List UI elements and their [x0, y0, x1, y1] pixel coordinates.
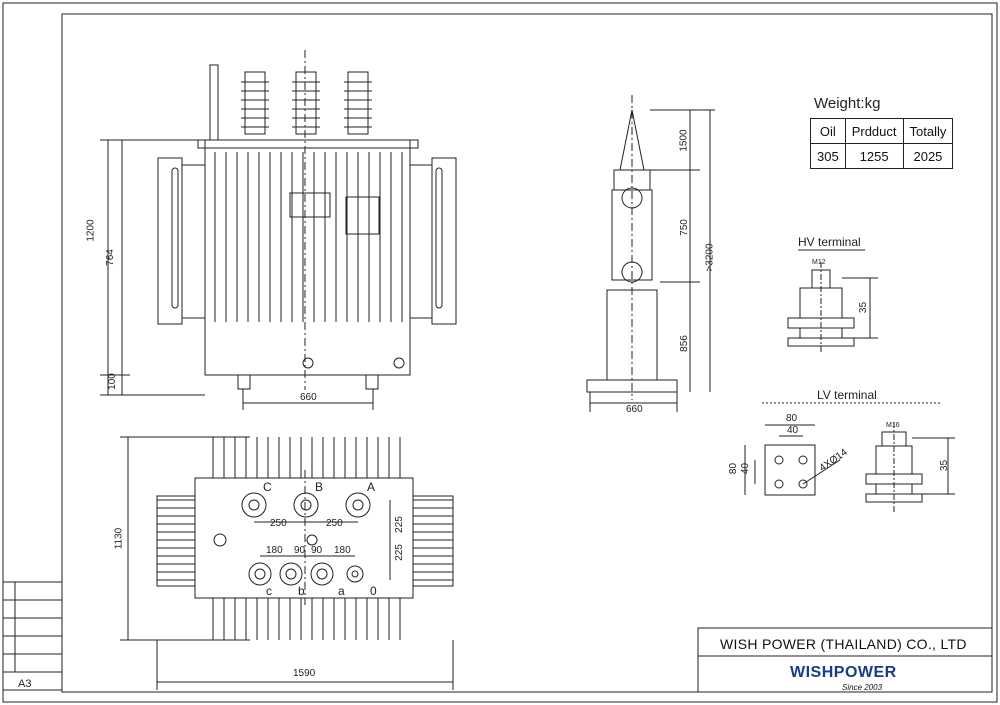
lv-label-c: c — [266, 584, 272, 598]
hv-terminal-title: HV terminal — [798, 235, 861, 249]
offset-2: 225 — [393, 544, 405, 561]
offset-1: 225 — [393, 516, 405, 533]
weight-header-product: Prdduct — [844, 118, 904, 144]
top-view — [120, 436, 454, 690]
lv-label-a: a — [338, 584, 345, 598]
lv-terminal-thread: M16 — [886, 422, 900, 429]
company-logo: WISHPOWER — [790, 664, 897, 681]
lv-dim-w2: 40 — [787, 425, 799, 436]
side-dim-mid: 750 — [678, 219, 690, 236]
hv-spacing-1: 250 — [270, 518, 287, 529]
lv-label-b: b — [298, 584, 305, 598]
lv-spacing-2: 90 — [294, 545, 306, 556]
hv-spacing-2: 250 — [326, 518, 343, 529]
sheet-size-label: A3 — [18, 678, 32, 690]
hv-label-c: C — [263, 480, 272, 494]
lv-spacing-4: 180 — [334, 545, 351, 556]
front-base-width: 660 — [300, 392, 317, 403]
weight-value-oil: 305 — [810, 143, 846, 169]
top-depth: 1130 — [113, 527, 125, 550]
lv-dim-h2: 40 — [740, 462, 752, 475]
lv-spacing-3: 90 — [311, 545, 323, 556]
lv-dim-w1: 80 — [786, 413, 798, 424]
front-height-body: 764 — [104, 249, 116, 266]
bushing — [295, 71, 317, 135]
weight-header-oil: Oil — [810, 118, 846, 144]
lv-terminal-title: LV terminal — [817, 388, 877, 402]
hv-terminal-height: 35 — [858, 301, 870, 314]
lv-dim-h1: 80 — [728, 462, 740, 475]
hv-label-b: B — [315, 480, 324, 494]
bushing — [244, 71, 266, 135]
drawing-border — [61, 13, 993, 693]
weight-table: Oil Prdduct Totally 305 1255 2025 — [810, 118, 954, 169]
side-dim-total: >3200 — [704, 243, 716, 272]
weight-value-product: 1255 — [844, 143, 904, 169]
hv-terminal-thread: M12 — [812, 259, 826, 266]
company-name: WISH POWER (THAILAND) CO., LTD — [720, 636, 967, 652]
side-view — [586, 95, 715, 412]
title-block — [697, 627, 993, 693]
logo-since: Since 2003 — [842, 683, 883, 692]
side-dim-lower: 856 — [678, 335, 690, 352]
lv-terminal-drawing — [744, 402, 955, 512]
top-width: 1590 — [293, 668, 316, 679]
bushing — [347, 71, 369, 135]
lv-terminal-height: 35 — [939, 459, 951, 472]
left-title-strip — [3, 581, 62, 691]
weight-header-total: Totally — [902, 118, 954, 144]
hv-label-a: A — [367, 480, 376, 494]
weight-value-total: 2025 — [902, 143, 954, 169]
side-base-width: 660 — [626, 404, 643, 415]
front-height-base: 100 — [106, 373, 118, 390]
hv-terminal-drawing — [787, 249, 878, 352]
lv-label-0: 0 — [370, 584, 377, 598]
lv-spacing-1: 180 — [266, 545, 283, 556]
weight-title: Weight:kg — [814, 95, 881, 112]
side-dim-top: 1500 — [678, 129, 690, 152]
front-height-total: 1200 — [85, 219, 97, 242]
front-view — [100, 50, 457, 410]
